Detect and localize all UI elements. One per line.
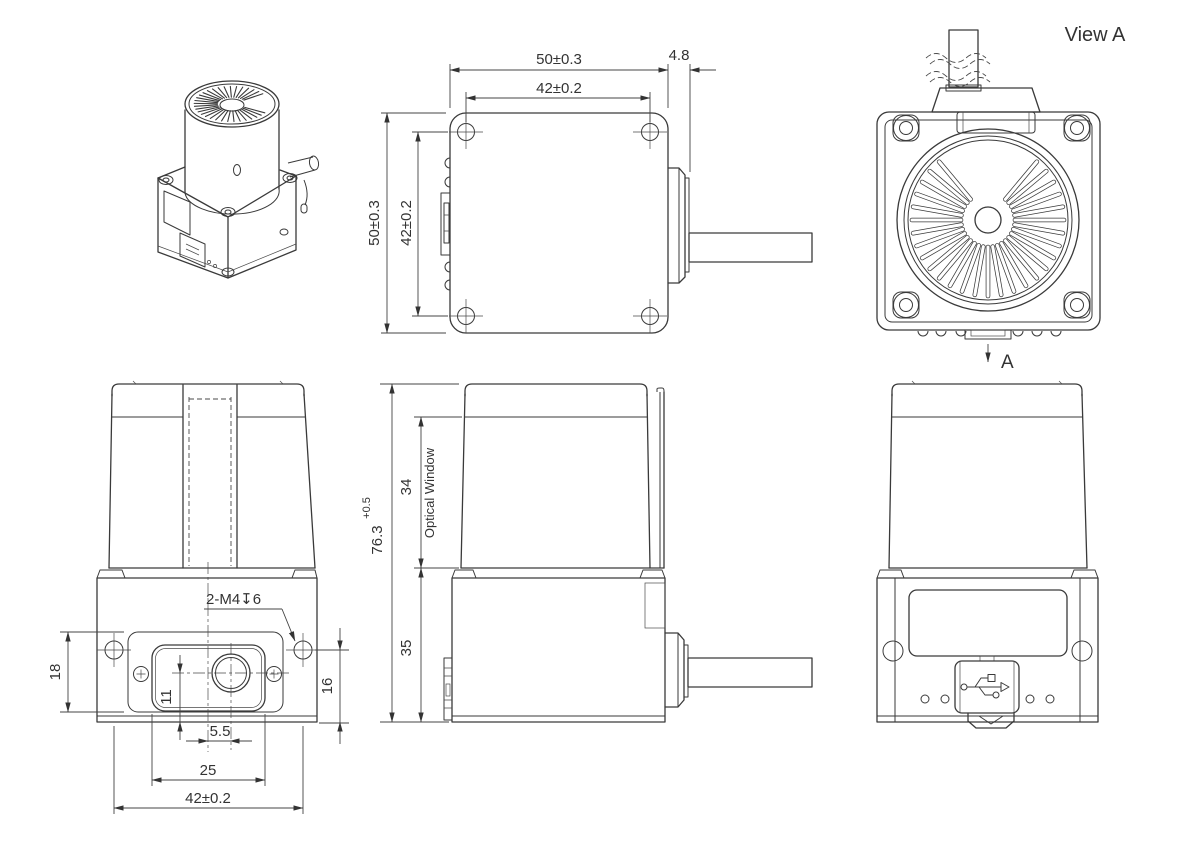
front-pillar <box>182 384 238 569</box>
cable <box>688 232 813 263</box>
view-a-corner-screws <box>892 114 1091 319</box>
view-a-cable <box>925 29 991 92</box>
section-arrow: A <box>985 344 1014 373</box>
view-a-fan <box>896 128 1080 312</box>
usb-port-iso <box>179 232 217 268</box>
dim-top-width-outer: 50±0.3 <box>536 51 582 68</box>
view-a-cap <box>931 87 1041 113</box>
iso-fan-fins <box>193 85 266 123</box>
down-triangle-icon <box>978 715 1004 725</box>
iso-cable <box>287 155 320 214</box>
usb-connector <box>954 660 1020 729</box>
top-view-screw-holes <box>449 115 667 333</box>
top-view: 50±0.3 4.8 42±0.2 50±0.3 42±0.2 <box>366 47 813 334</box>
usb-icon <box>960 674 1010 699</box>
dim-aperture-to-base: 11 <box>158 689 175 705</box>
front-view: 2-M4↧6 18 11 16 5.5 25 42±0.2 <box>47 380 349 814</box>
section-arrow-label: A <box>1001 352 1014 373</box>
callout-text: 2-M4↧6 <box>206 591 261 608</box>
view-a-title: View A <box>1065 24 1126 46</box>
fan-slots <box>909 159 1067 299</box>
iso-label-recess <box>163 190 191 236</box>
front-window <box>151 644 266 712</box>
dim-overall-height: 76.3 <box>369 525 386 554</box>
view-a-bottom-features <box>917 329 1062 340</box>
front-recess <box>127 631 284 713</box>
side-hole-right <box>1071 640 1093 662</box>
side-hole-left <box>882 640 904 662</box>
usb-profile <box>443 657 453 721</box>
dim-aperture-offset: 5.5 <box>210 723 231 740</box>
rear-label-panel <box>908 589 1068 657</box>
top-view-connector <box>667 167 813 284</box>
dim-top-hole-spacing-x: 42±0.2 <box>536 80 582 97</box>
dim-recess-height: 18 <box>47 664 64 681</box>
iso-scanner-head <box>184 80 280 215</box>
dim-overall-tolerance: +0.5 <box>361 497 373 519</box>
cable <box>687 657 813 688</box>
dim-hole-spacing: 42±0.2 <box>185 790 231 807</box>
rear-view <box>876 380 1099 729</box>
optical-window-pane <box>656 387 665 569</box>
phillips-screws <box>133 666 282 682</box>
dim-window-height: 34 <box>398 479 415 496</box>
side-view: 76.3 +0.5 34 35 Optical Window <box>361 383 813 723</box>
dim-top-depth-outer: 50±0.3 <box>366 200 383 246</box>
mounting-hole-callout: 2-M4↧6 <box>204 591 296 642</box>
isometric-view <box>157 80 320 279</box>
side-connector <box>664 632 813 708</box>
dim-base-height: 35 <box>398 640 415 657</box>
dim-top-connector-offset: 4.8 <box>669 47 690 64</box>
view-a: View A <box>876 24 1126 373</box>
dim-window-width: 25 <box>200 762 217 779</box>
top-view-left-edge-features <box>440 157 451 291</box>
optical-window-label: Optical Window <box>422 447 437 538</box>
m4-mounting-holes <box>97 633 320 667</box>
dim-hole-to-base: 16 <box>319 678 336 695</box>
dim-top-hole-spacing-y: 42±0.2 <box>398 200 415 246</box>
